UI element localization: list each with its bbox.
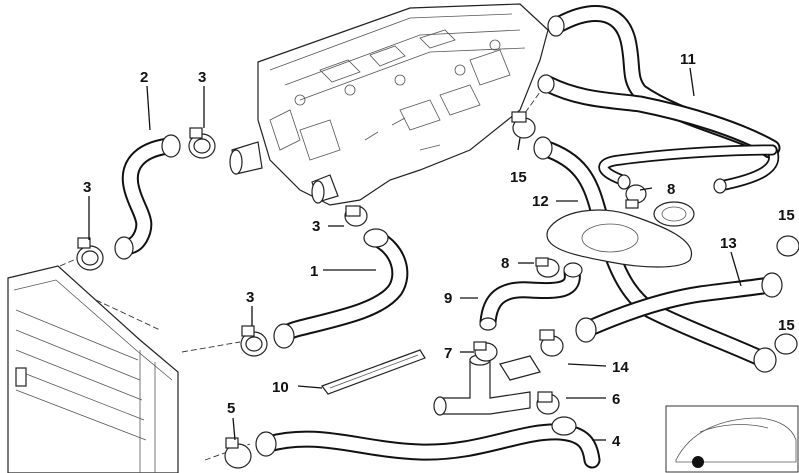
tee-pipe: [433, 354, 541, 416]
vehicle-location-inset: [665, 405, 799, 473]
callout-15-right-lower: 15: [778, 317, 795, 334]
callout-9: 9: [444, 290, 452, 307]
callout-3-mid: 3: [312, 218, 320, 235]
thermostat-housing: [546, 201, 695, 268]
leader-lines: [88, 67, 742, 441]
clamp-14: [539, 329, 564, 357]
callout-labels: 1 2 3 3 3 3 4 5 6 7 8 8 9 10 11 12 13 14…: [83, 51, 795, 450]
cable-tie-10: [321, 349, 426, 395]
callout-11: 11: [680, 51, 696, 68]
clamp-15-top: [511, 111, 536, 139]
clamp-3-mid: [344, 205, 368, 227]
clamp-15-right-lower: [774, 333, 798, 355]
callout-6: 6: [612, 391, 620, 408]
callout-12: 12: [532, 193, 549, 210]
clamp-5: [224, 437, 252, 469]
clamp-8-upper: [625, 184, 647, 209]
callout-1: 1: [310, 263, 318, 280]
callout-8-lower: 8: [501, 255, 509, 272]
callout-10: 10: [272, 379, 289, 396]
clamp-3-left: [76, 237, 104, 271]
radiator: [7, 265, 179, 473]
clamp-15-right-upper: [776, 235, 799, 257]
hose-12: [533, 136, 777, 373]
callout-5: 5: [227, 400, 235, 417]
hose-1: [273, 228, 409, 349]
callout-15-right-upper: 15: [778, 207, 795, 224]
clamp-3-upper: [188, 127, 216, 159]
callout-3-lower: 3: [246, 289, 254, 306]
hose-2: [114, 134, 181, 260]
callout-15-top: 15: [510, 169, 527, 186]
callout-14: 14: [612, 359, 629, 376]
callout-2: 2: [140, 69, 148, 86]
hose-9: [479, 262, 583, 331]
clamp-8-lower: [535, 257, 560, 278]
hose-4: [255, 416, 601, 469]
clamp-6: [536, 391, 560, 415]
hose-13: [575, 272, 783, 343]
callout-13: 13: [720, 235, 737, 252]
callout-3-top: 3: [198, 69, 206, 86]
callout-8-upper: 8: [667, 181, 675, 198]
engine-block: [229, 3, 549, 206]
callout-7: 7: [444, 345, 452, 362]
hose-11: [537, 5, 781, 194]
callout-4: 4: [612, 433, 621, 450]
clamp-7: [473, 341, 498, 362]
callout-3-left: 3: [83, 179, 91, 196]
clamp-3-lower: [240, 325, 268, 357]
